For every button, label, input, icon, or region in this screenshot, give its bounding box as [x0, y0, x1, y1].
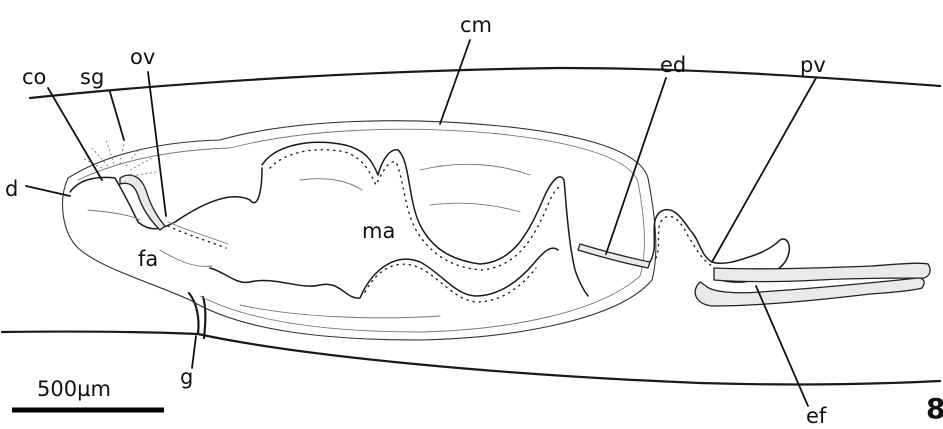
antrum-fold-4: [240, 305, 440, 318]
leader-sg: [110, 92, 124, 140]
antrum-fold-3: [430, 203, 520, 212]
ovovitelline-duct: [168, 226, 226, 248]
atrium-fold: [160, 250, 212, 266]
label-ed: ed: [660, 53, 686, 77]
duct-edge: [168, 222, 228, 244]
label-ma: ma: [362, 219, 395, 243]
label-sg: sg: [80, 65, 104, 89]
male-antrum-wall: [262, 142, 588, 296]
seminal-tube-upper: [714, 263, 930, 281]
antrum-fold-2: [300, 179, 362, 190]
figure-number: 8: [926, 392, 943, 425]
leader-ef: [756, 286, 808, 406]
antrum-fold-1: [420, 164, 530, 175]
label-g: g: [180, 365, 193, 389]
female-atrium-wall: [70, 168, 262, 229]
leader-cm: [440, 40, 470, 124]
label-pv: pv: [800, 53, 826, 77]
label-ef: ef: [806, 404, 827, 428]
label-fa: fa: [138, 247, 158, 271]
label-ov: ov: [130, 45, 155, 69]
muscle-coat: [63, 121, 656, 340]
leader-co: [48, 88, 102, 180]
label-co: co: [22, 65, 46, 89]
ventral-body-wall: [2, 332, 940, 385]
label-d: d: [5, 177, 18, 201]
gonopore: [189, 293, 205, 338]
male-antrum-lower-lining: [365, 264, 536, 302]
ejaculatory-duct-tube: [578, 244, 650, 268]
label-cm: cm: [460, 13, 492, 37]
leader-pv: [712, 78, 816, 262]
leader-ed: [606, 78, 666, 254]
oviduct: [120, 175, 165, 230]
leader-ov: [148, 72, 166, 216]
leader-lines: [26, 40, 816, 406]
leader-g: [192, 336, 196, 368]
prostatic-vesicle-lining: [656, 216, 712, 266]
scale-bar-label: 500µm: [37, 377, 111, 401]
